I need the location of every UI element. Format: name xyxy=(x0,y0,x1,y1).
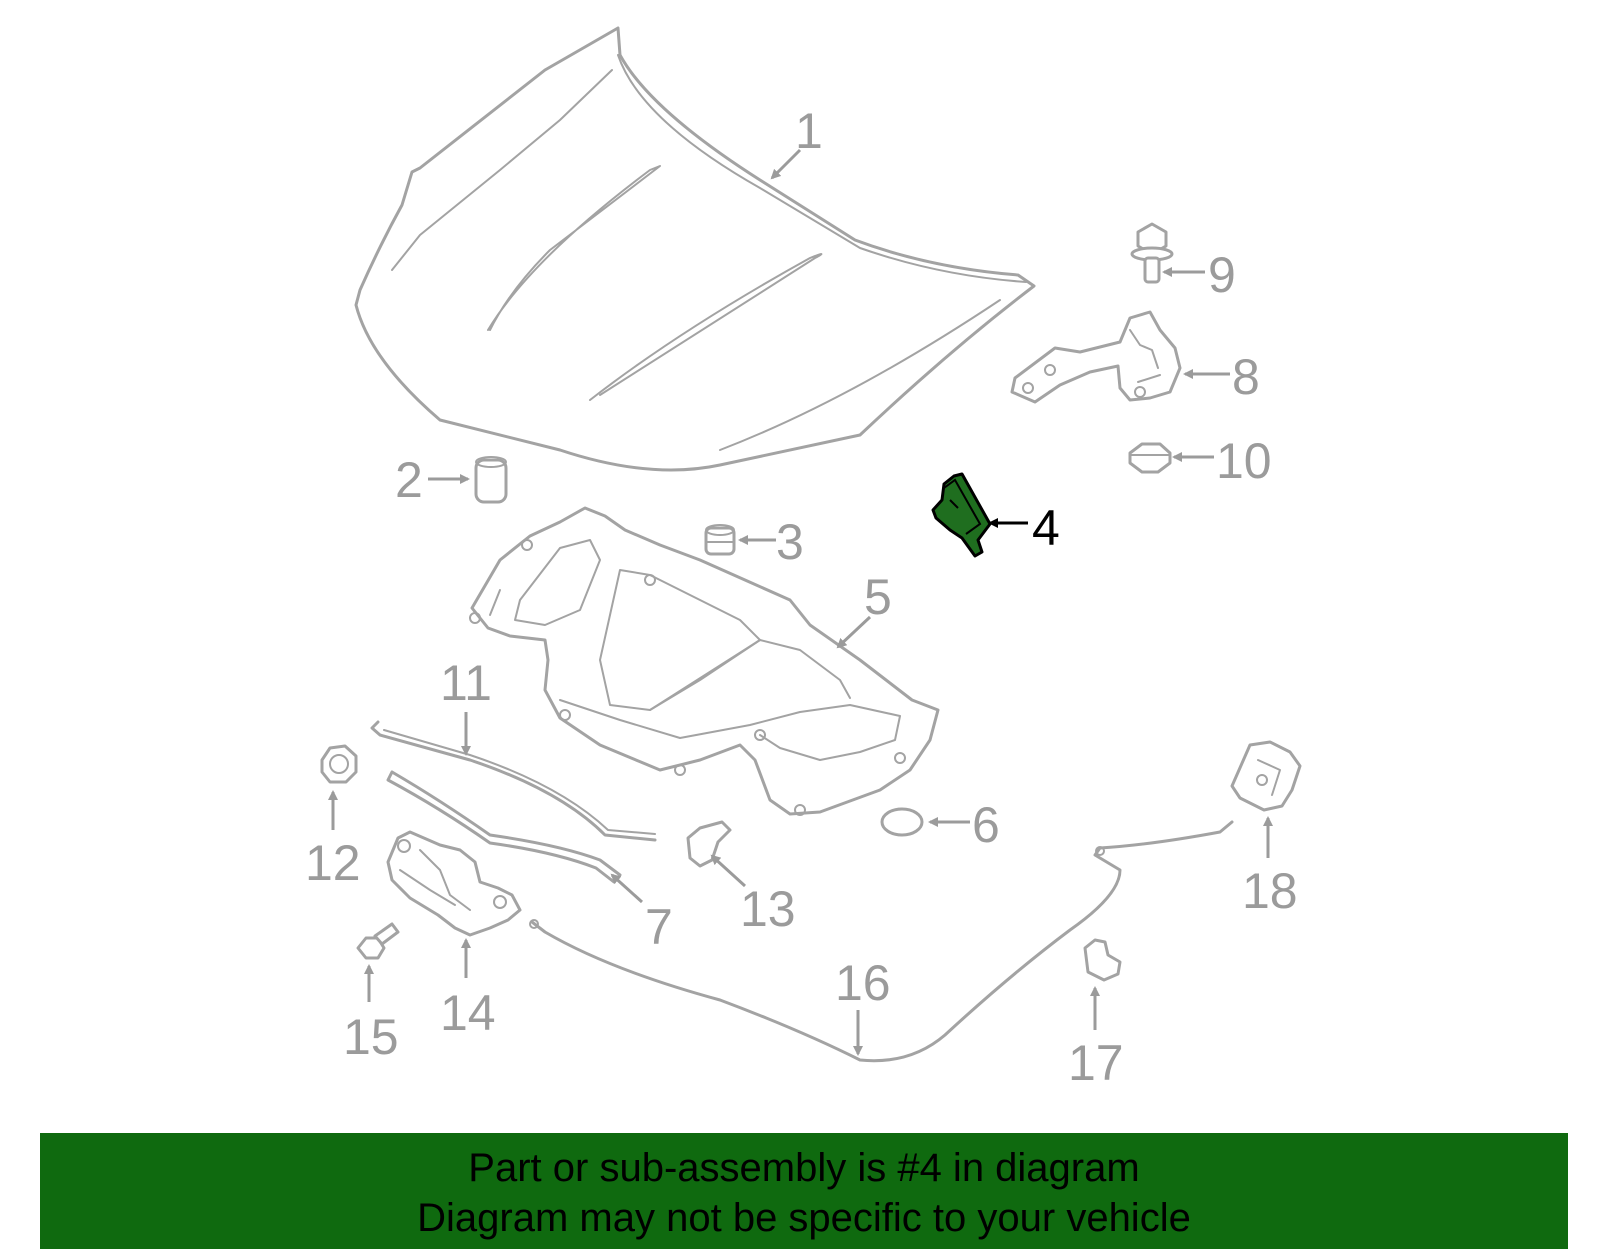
callout-13: 13 xyxy=(710,854,796,937)
callout-9: 9 xyxy=(1162,247,1236,303)
release-cable xyxy=(529,820,1234,1063)
callout-4: 4 xyxy=(988,500,1060,556)
callout-number-3: 3 xyxy=(776,514,804,570)
callout-number-5: 5 xyxy=(864,569,892,625)
release-handle xyxy=(1230,740,1302,812)
callout-number-14: 14 xyxy=(440,985,496,1041)
rod-holder xyxy=(686,820,732,868)
info-banner: Part or sub-assembly is #4 in diagram Di… xyxy=(40,1133,1568,1249)
callout-number-13: 13 xyxy=(740,881,796,937)
callout-number-10: 10 xyxy=(1216,433,1272,489)
callout-12: 12 xyxy=(305,790,361,891)
hood-hinge xyxy=(1010,310,1182,404)
hood-insulator xyxy=(469,506,940,816)
callout-number-4: 4 xyxy=(1032,500,1060,556)
callout-number-6: 6 xyxy=(972,797,1000,853)
callout-16: 16 xyxy=(835,955,891,1056)
callout-14: 14 xyxy=(440,938,496,1041)
hood-latch xyxy=(386,830,522,937)
callout-number-7: 7 xyxy=(645,899,673,955)
callout-number-18: 18 xyxy=(1242,863,1298,919)
hood-seal xyxy=(386,770,622,884)
banner-line-1: Part or sub-assembly is #4 in diagram xyxy=(468,1146,1140,1190)
rod-grommet xyxy=(320,744,358,784)
callout-2: 2 xyxy=(395,452,470,508)
callout-number-1: 1 xyxy=(795,103,823,159)
hood-prop-rod xyxy=(370,720,657,842)
callout-number-17: 17 xyxy=(1068,1035,1124,1091)
callout-6: 6 xyxy=(928,797,1000,853)
hinge-bolt xyxy=(1130,222,1174,284)
callout-18: 18 xyxy=(1242,816,1298,919)
callout-number-11: 11 xyxy=(440,655,492,711)
callout-number-15: 15 xyxy=(343,1009,399,1065)
hood-bumper xyxy=(474,456,508,504)
latch-bolt xyxy=(356,922,400,960)
cable-clip xyxy=(1083,938,1122,982)
callout-3: 3 xyxy=(738,514,804,570)
callout-number-12: 12 xyxy=(305,835,361,891)
hood-panel xyxy=(354,26,1036,472)
callout-number-9: 9 xyxy=(1208,247,1236,303)
callout-17: 17 xyxy=(1068,986,1124,1091)
callout-number-2: 2 xyxy=(395,452,423,508)
callout-1: 1 xyxy=(770,103,823,180)
callout-number-16: 16 xyxy=(835,955,891,1011)
callout-7: 7 xyxy=(610,873,673,955)
parts-diagram: 1 2 3 4 xyxy=(305,26,1302,1091)
callout-10: 10 xyxy=(1172,433,1272,489)
callout-number-8: 8 xyxy=(1232,349,1260,405)
callout-15: 15 xyxy=(343,964,399,1065)
banner-line-2: Diagram may not be specific to your vehi… xyxy=(417,1196,1191,1240)
hood-stopper xyxy=(704,524,736,556)
highlighted-part-4 xyxy=(931,472,992,558)
hinge-nut xyxy=(1128,442,1172,474)
clip-ring xyxy=(880,807,924,837)
callout-8: 8 xyxy=(1183,349,1260,405)
callout-11: 11 xyxy=(440,655,492,756)
callout-5: 5 xyxy=(836,569,892,649)
